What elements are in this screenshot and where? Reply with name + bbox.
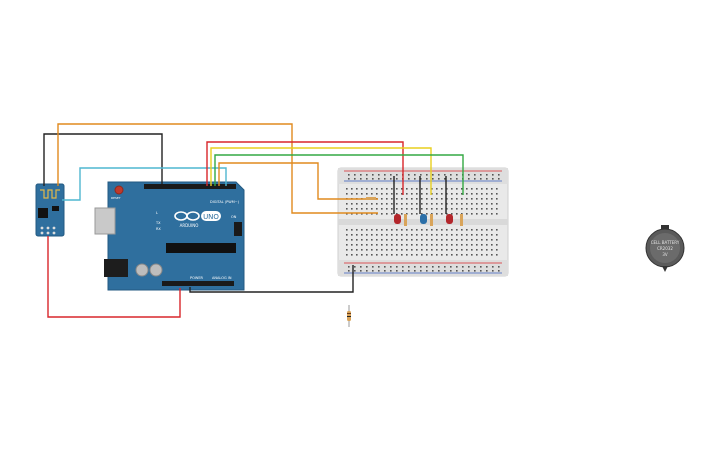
arduino-uno-board[interactable]: UNO ARDUINO DIGITAL (PWM~) POWER ANALOG … — [94, 181, 245, 291]
capacitor-2 — [149, 263, 163, 277]
wire-orange-2 — [218, 162, 378, 200]
arduino-logo-icon — [174, 211, 200, 221]
analog-label: ANALOG IN — [212, 276, 232, 280]
reset-label: RESET — [111, 196, 121, 200]
usb-port — [94, 207, 116, 235]
tx-label: TX — [155, 221, 161, 225]
led-red[interactable] — [394, 214, 401, 224]
wire-black-gnd — [189, 265, 354, 293]
coin-cell-battery[interactable]: CELL BATTERY CR2032 3V — [645, 225, 685, 272]
wire-red-esp — [47, 236, 181, 318]
battery-label-3: 3V — [662, 252, 668, 257]
rx-label: RX — [156, 227, 161, 231]
icsp-header — [234, 222, 242, 236]
led-blue[interactable] — [420, 214, 427, 224]
capacitor-1 — [135, 263, 149, 277]
wires[interactable] — [43, 123, 464, 318]
wire-green-led — [214, 154, 464, 195]
resistor-4[interactable] — [366, 197, 376, 200]
resistor-2[interactable] — [430, 214, 433, 226]
power-jack — [104, 259, 128, 277]
digital-label: DIGITAL (PWM~) — [210, 200, 240, 204]
digital-header — [144, 184, 236, 189]
wire-red-led — [206, 141, 404, 195]
power-label: POWER — [190, 276, 204, 280]
arduino-model-label: UNO — [203, 213, 219, 221]
on-label: ON — [231, 215, 237, 219]
breadboard-holes — [346, 174, 500, 272]
wire-orange-esp — [57, 123, 378, 214]
atmega-chip — [166, 243, 236, 253]
led-red-2[interactable] — [446, 214, 453, 224]
reset-button[interactable] — [114, 185, 124, 195]
battery-label-2: CR2032 — [657, 246, 673, 251]
wire-cyan-esp — [62, 167, 227, 201]
analog-power-header — [162, 281, 234, 286]
wire-black-esp — [43, 133, 163, 186]
l-label: L — [156, 211, 158, 215]
esp8266-module-icon[interactable] — [35, 183, 65, 237]
wire-yellow-led — [210, 147, 432, 195]
resistor-3[interactable] — [460, 214, 463, 226]
resistor-loose[interactable] — [347, 305, 351, 327]
arduino-brand-label: ARDUINO — [180, 223, 199, 228]
resistor-1[interactable] — [404, 214, 407, 226]
battery-label-1: CELL BATTERY — [651, 240, 680, 245]
